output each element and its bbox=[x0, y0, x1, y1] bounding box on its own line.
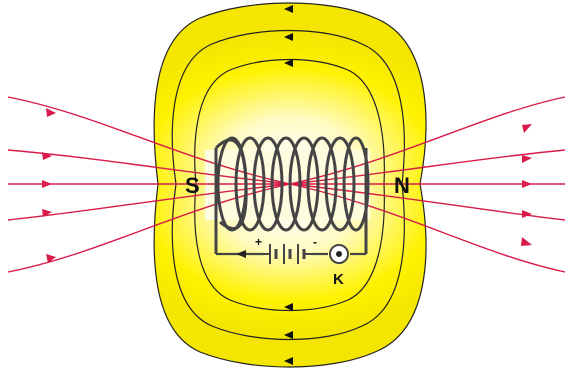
arrow-icon bbox=[42, 180, 52, 188]
battery-icon bbox=[236, 244, 312, 264]
arrow-icon bbox=[521, 237, 532, 246]
solenoid-coil bbox=[214, 136, 370, 254]
arrow-icon bbox=[284, 59, 293, 67]
arrow-icon bbox=[522, 180, 532, 188]
arrow-icon bbox=[284, 357, 293, 365]
field-loop-top-outer bbox=[153, 2, 427, 185]
external-field-arrows bbox=[42, 108, 532, 263]
battery-plus-label: + bbox=[255, 235, 262, 249]
field-loop-bottom-outer bbox=[153, 183, 427, 368]
arrow-icon bbox=[522, 124, 532, 133]
arrow-icon bbox=[284, 303, 293, 311]
switch-icon bbox=[329, 244, 349, 264]
field-loop-bottom-middle bbox=[171, 183, 405, 341]
field-loop-bottom-inner bbox=[194, 183, 385, 312]
field-loop-arrows bbox=[284, 5, 293, 365]
arrow-icon bbox=[522, 155, 532, 163]
battery-minus-label: - bbox=[313, 235, 317, 249]
arrow-icon bbox=[284, 33, 293, 41]
arrow-icon bbox=[42, 152, 52, 160]
south-pole-label: S bbox=[185, 173, 200, 198]
field-loop-top-inner bbox=[194, 58, 385, 185]
arrow-icon bbox=[522, 210, 532, 218]
arrow-icon bbox=[46, 254, 56, 263]
arrow-icon bbox=[284, 331, 293, 339]
arrow-icon bbox=[42, 209, 52, 217]
arrow-icon bbox=[236, 250, 246, 258]
external-field-lines-right bbox=[289, 96, 566, 273]
switch-label: K bbox=[333, 271, 344, 288]
arrow-icon bbox=[284, 5, 293, 13]
arrow-icon bbox=[46, 108, 56, 117]
field-loop-top-middle bbox=[171, 29, 405, 185]
north-pole-label: N bbox=[394, 173, 410, 198]
